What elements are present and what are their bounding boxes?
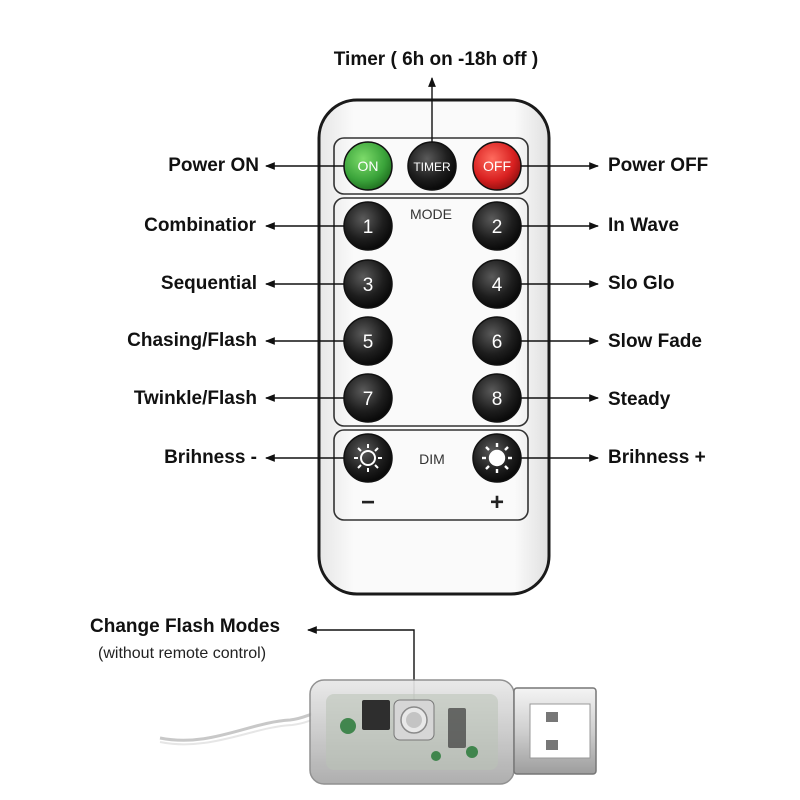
mode-button-8-label: 8	[492, 389, 503, 410]
mode-button-6-label: 6	[492, 332, 503, 353]
timer-button[interactable]: TIMER	[407, 141, 457, 191]
mode5-label: Chasing/Flash	[127, 330, 257, 351]
mode-button-1[interactable]: 1	[343, 201, 393, 251]
mode8-label: Steady	[608, 389, 671, 410]
mode3-label: Sequential	[160, 273, 257, 294]
off-button[interactable]: OFF	[472, 141, 522, 191]
timer-callout-label: Timer ( 6h on -18h off )	[333, 49, 539, 70]
callout-arrows	[265, 77, 599, 712]
mode-button-4[interactable]: 4	[472, 259, 522, 309]
off-button-label: OFF	[483, 158, 511, 174]
mode6-label: Slow Fade	[608, 331, 702, 352]
usb-chip	[362, 700, 390, 730]
mode-label: MODE	[410, 206, 452, 222]
mode-button-1-label: 1	[363, 217, 374, 238]
mode-button-2-label: 2	[492, 217, 503, 238]
power-on-label: Power ON	[168, 155, 259, 176]
mode-button-3[interactable]: 3	[343, 259, 393, 309]
on-button[interactable]: ON	[343, 141, 393, 191]
usb-title-label: Change Flash Modes	[90, 616, 281, 637]
mode-button-6[interactable]: 6	[472, 316, 522, 366]
mode7-label: Twinkle/Flash	[133, 388, 257, 409]
on-button-label: ON	[358, 158, 379, 174]
mode-button-7[interactable]: 7	[343, 373, 393, 423]
plus-sign: +	[490, 489, 504, 516]
minus-sign: −	[361, 489, 375, 516]
mode-button-4-label: 4	[492, 275, 503, 296]
dim-label: DIM	[419, 451, 445, 467]
brightness-down-button[interactable]	[343, 433, 393, 483]
usb-controller	[159, 679, 597, 785]
mode2-label: In Wave	[608, 215, 680, 236]
mode-button-2[interactable]: 2	[472, 201, 522, 251]
mode4-label: Slo Glo	[608, 273, 675, 294]
mode-button-7-label: 7	[363, 389, 374, 410]
sun-outline-icon	[354, 444, 382, 472]
brightness-up-button[interactable]	[472, 433, 522, 483]
power-off-label: Power OFF	[608, 155, 709, 176]
dim-minus-label: Brihness -	[164, 447, 257, 468]
dim-plus-label: Brihness +	[608, 447, 706, 468]
mode-button-5[interactable]: 5	[343, 316, 393, 366]
mode-change-button[interactable]	[393, 699, 435, 741]
mode-button-8[interactable]: 8	[472, 373, 522, 423]
sun-filled-icon	[482, 443, 512, 473]
mode-button-3-label: 3	[363, 275, 374, 296]
timer-button-label: TIMER	[413, 160, 451, 174]
mode-panel	[333, 197, 529, 427]
usb-wire	[159, 712, 313, 742]
dim-panel	[333, 429, 529, 521]
usb-subtitle-label: (without remote control)	[98, 645, 267, 662]
mode1-label: Combinatior	[144, 215, 256, 236]
mode-button-5-label: 5	[363, 332, 374, 353]
